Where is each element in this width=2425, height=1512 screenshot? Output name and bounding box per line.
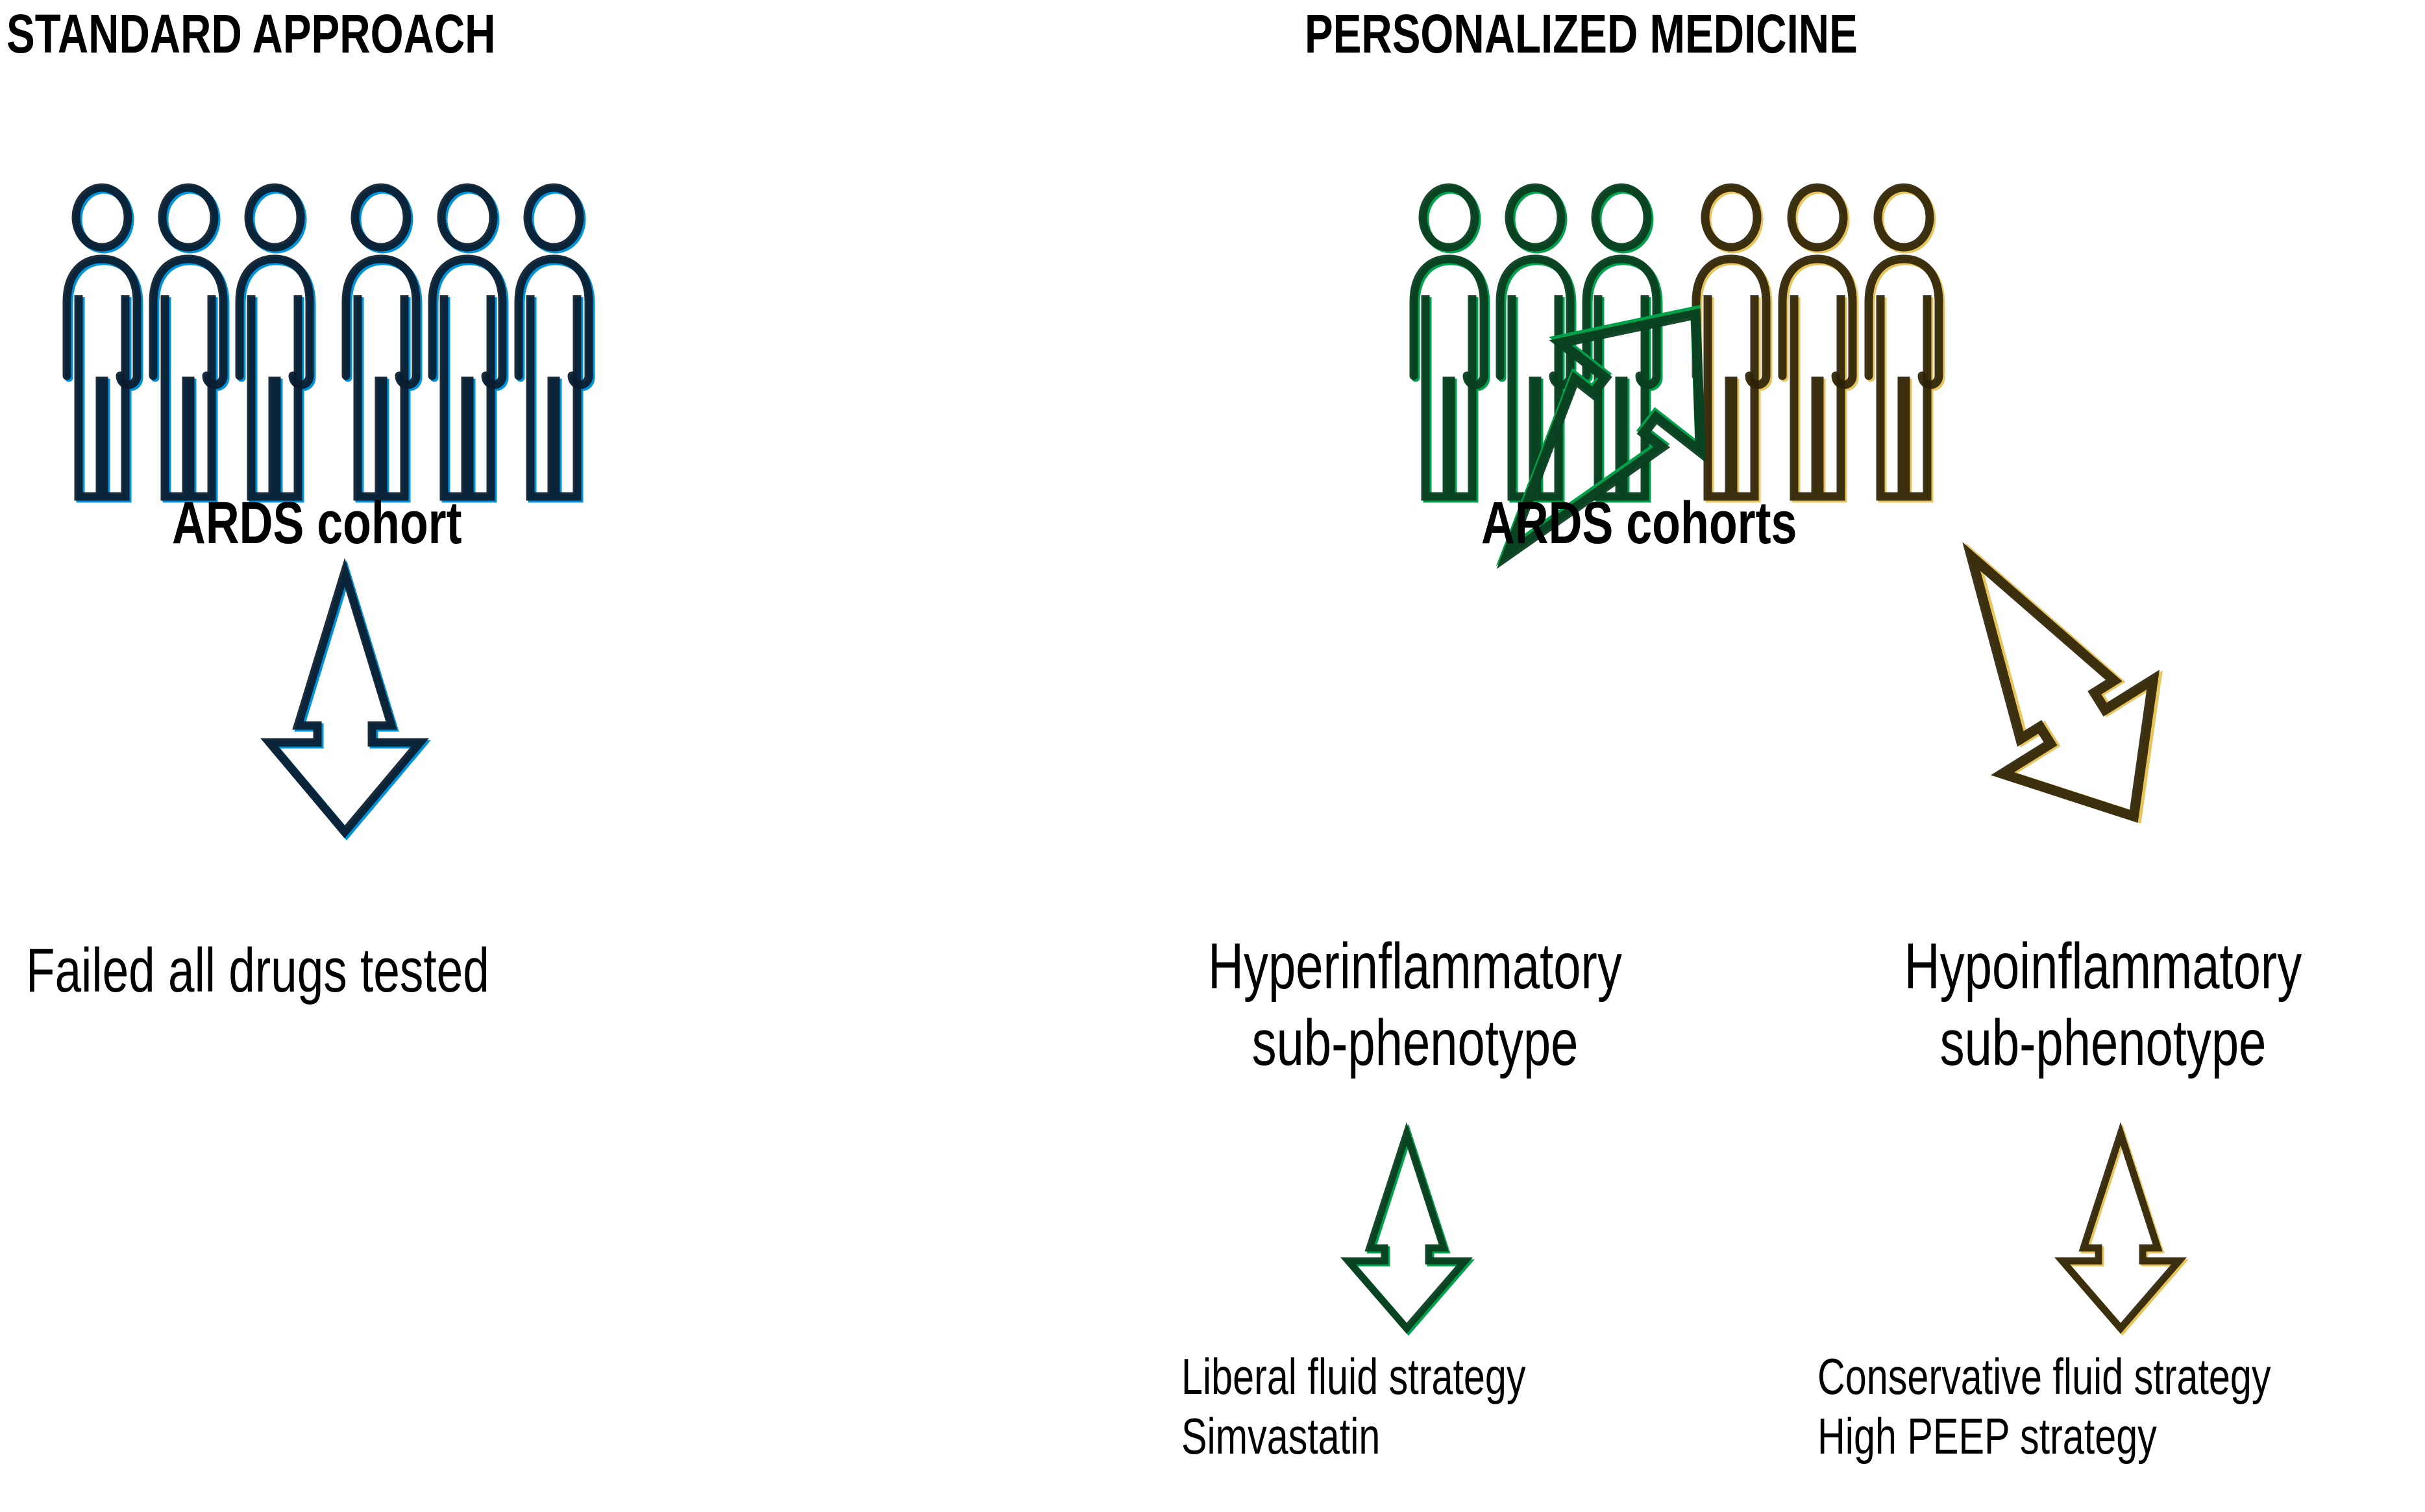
label-ards-cohort: ARDS cohort <box>172 490 462 556</box>
arrow-down-icon-gold <box>2062 1134 2181 1330</box>
label-ards-cohorts: ARDS cohorts <box>1481 490 1797 556</box>
treatment-hyper-line2: Simvastatin <box>1181 1408 1381 1465</box>
arrow-down-icon-blue <box>269 572 422 834</box>
column-title-standard-approach: STANDARD APPROACH <box>6 3 496 64</box>
phenotype-hypoinflammatory: Hypoinflammatory sub-phenotype <box>1807 928 2399 1081</box>
outcome-failed-all-drugs: Failed all drugs tested <box>26 936 489 1005</box>
treatments-hyperinflammatory: Liberal fluid strategy Simvastatin <box>1181 1347 1526 1466</box>
phenotype-hyper-line1: Hyperinflammatory <box>1208 930 1622 1003</box>
treatment-hypo-line2: High PEEP strategy <box>1817 1408 2157 1465</box>
arrow-down-icon-green <box>1348 1134 1467 1330</box>
treatment-hypo-line1: Conservative fluid strategy <box>1817 1348 2271 1405</box>
ards-cohort-people-blue <box>67 188 591 498</box>
arrow-down-left-icon-green <box>1435 256 1767 610</box>
phenotype-hypo-line2: sub-phenotype <box>1939 1006 2267 1079</box>
column-title-personalized-medicine: PERSONALIZED MEDICINE <box>1305 3 1858 64</box>
phenotype-hypo-line1: Hypoinflammatory <box>1904 930 2302 1003</box>
ards-cohort-people-green <box>1414 188 1658 498</box>
treatments-hypoinflammatory: Conservative fluid strategy High PEEP st… <box>1817 1347 2271 1466</box>
phenotype-hyperinflammatory: Hyperinflammatory sub-phenotype <box>1119 928 1711 1081</box>
treatment-hyper-line1: Liberal fluid strategy <box>1181 1348 1526 1405</box>
ards-cohort-people-gold <box>1696 188 1941 498</box>
arrow-down-right-icon-gold <box>1896 508 2212 865</box>
phenotype-hyper-line2: sub-phenotype <box>1251 1006 1579 1079</box>
